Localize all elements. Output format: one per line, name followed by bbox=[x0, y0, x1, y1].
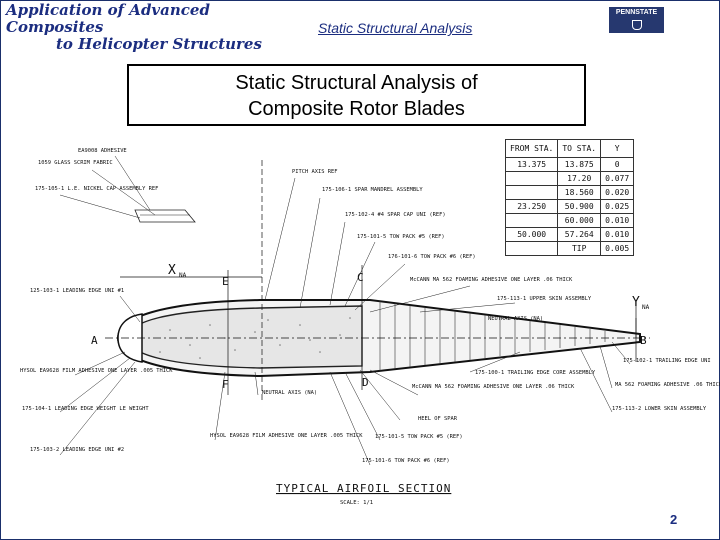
table-cell: 23.250 bbox=[504, 199, 559, 214]
table-header-cell: TO STA. bbox=[557, 139, 602, 158]
callout-label: 1059 GLASS SCRIM FABRIC bbox=[38, 160, 113, 166]
callout-label: HEEL OF SPAR bbox=[418, 416, 458, 422]
brand-line-1: Application of Advanced Composites bbox=[6, 1, 210, 36]
callout-label: PITCH AXIS REF bbox=[292, 169, 337, 175]
callout-label: MA 562 FOAMING ADHESIVE .06 THICK bbox=[615, 382, 720, 388]
callout-label: NEUTRAL AXIS (NA) bbox=[262, 390, 317, 396]
table-cell bbox=[504, 213, 559, 228]
table-cell: 18.560 bbox=[557, 185, 602, 200]
svg-text:NA: NA bbox=[642, 304, 650, 311]
table-cell: 0.025 bbox=[600, 199, 635, 214]
callout-label: NEUTRAL AXIS (NA) bbox=[488, 316, 543, 322]
letter-c: C bbox=[357, 271, 364, 284]
callout-label: McCANN MA 562 FOAMING ADHESIVE ONE LAYER… bbox=[410, 277, 573, 283]
letter-d: D bbox=[362, 376, 369, 389]
table-cell: 0 bbox=[600, 157, 635, 172]
callout-label: 175-101-5 TOW PACK #5 (REF) bbox=[357, 234, 445, 240]
logo-text: PENNSTATE bbox=[615, 9, 658, 16]
callout-label: 175-106-1 SPAR MANDREL ASSEMBLY bbox=[322, 187, 423, 193]
table-cell: TIP bbox=[557, 241, 602, 256]
callout-label: 175-113-1 UPPER SKIN ASSEMBLY bbox=[497, 296, 592, 302]
letter-a: A bbox=[91, 334, 98, 347]
callout-label: EA9008 ADHESIVE bbox=[78, 148, 127, 154]
table-cell: 0.005 bbox=[600, 241, 635, 256]
table-cell bbox=[504, 185, 559, 200]
callout-label: HYSOL EA9628 FILM ADHESIVE ONE LAYER .00… bbox=[20, 368, 173, 374]
callout-label: 175-113-2 LOWER SKIN ASSEMBLY bbox=[612, 406, 707, 412]
letter-yna: Y bbox=[632, 295, 640, 310]
callout-label: 175-102-4 #4 SPAR CAP UNI (REF) bbox=[345, 212, 446, 218]
table-cell: 13.375 bbox=[504, 157, 559, 172]
callout-label: 175-104-1 LEADING EDGE WEIGHT LE WEIGHT bbox=[22, 406, 149, 412]
table-cell: 0.010 bbox=[600, 227, 635, 242]
page-number: 2 bbox=[670, 512, 678, 527]
table-cell: 17.20 bbox=[557, 171, 602, 186]
callout-label: 175-103-2 LEADING EDGE UNI #2 bbox=[30, 447, 124, 453]
university-logo: PENNSTATE bbox=[609, 7, 664, 33]
trailing-edge-ribs bbox=[379, 301, 606, 371]
shield-icon bbox=[631, 20, 642, 30]
callout-label: 125-103-1 LEADING EDGE UNI #1 bbox=[30, 288, 124, 294]
table-cell: 0.020 bbox=[600, 185, 635, 200]
slide-title-box: Static Structural Analysis of Composite … bbox=[127, 64, 586, 126]
callout-label: 175-101-6 TOW PACK #6 (REF) bbox=[362, 458, 450, 464]
brand-line-2: to Helicopter Structures bbox=[56, 35, 262, 53]
callout-label: HYSOL EA9628 FILM ADHESIVE ONE LAYER .00… bbox=[210, 433, 363, 439]
drawing-letters: A B C D E F X NA Y NA bbox=[91, 263, 650, 391]
letter-e: E bbox=[222, 275, 229, 288]
table-cell bbox=[504, 241, 559, 256]
table-cell: 60.000 bbox=[557, 213, 602, 228]
table-cell bbox=[504, 171, 559, 186]
callout-label: 175-105-1 L.E. NICKEL CAP ASSEMBLY REF bbox=[35, 186, 158, 192]
slide-title-line-2: Composite Rotor Blades bbox=[248, 98, 465, 120]
letter-b: B bbox=[640, 334, 647, 347]
letter-xna: X bbox=[168, 263, 176, 278]
slide-title-line-1: Static Structural Analysis of bbox=[235, 72, 478, 94]
table-cell: 0.010 bbox=[600, 213, 635, 228]
callout-label: 175-100-1 TRAILING EDGE CORE ASSEMBLY bbox=[475, 370, 596, 376]
detail-inset bbox=[134, 209, 196, 223]
letter-f: F bbox=[222, 378, 229, 391]
section-title: Static Structural Analysis bbox=[318, 20, 473, 36]
station-table-header: FROM STA. TO STA. Y bbox=[504, 139, 635, 158]
table-cell: 13.875 bbox=[557, 157, 602, 172]
brand-title: Application of Advanced Composites to He… bbox=[6, 2, 296, 53]
callout-label: 176-101-6 TOW PACK #6 (REF) bbox=[388, 254, 476, 260]
leader-lines bbox=[59, 155, 631, 466]
callout-label: 175-101-5 TOW PACK #5 (REF) bbox=[375, 434, 463, 440]
table-cell: 0.077 bbox=[600, 171, 635, 186]
svg-text:NA: NA bbox=[179, 272, 187, 279]
callout-labels: EA9008 ADHESIVE 1059 GLASS SCRIM FABRIC 17… bbox=[20, 148, 720, 464]
drawing-scale: SCALE: 1/1 bbox=[340, 500, 373, 506]
table-cell: 50.900 bbox=[557, 199, 602, 214]
callout-label: 175-102-1 TRAILING EDGE UNI bbox=[623, 358, 711, 364]
drawing-caption: TYPICAL AIRFOIL SECTION bbox=[276, 482, 451, 495]
table-cell: 57.264 bbox=[557, 227, 602, 242]
table-header-cell: Y bbox=[600, 139, 635, 158]
table-header-cell: FROM STA. bbox=[504, 139, 559, 158]
callout-label: McCANN MA 562 FOAMING ADHESIVE ONE LAYER… bbox=[412, 384, 575, 390]
table-cell: 50.000 bbox=[504, 227, 559, 242]
